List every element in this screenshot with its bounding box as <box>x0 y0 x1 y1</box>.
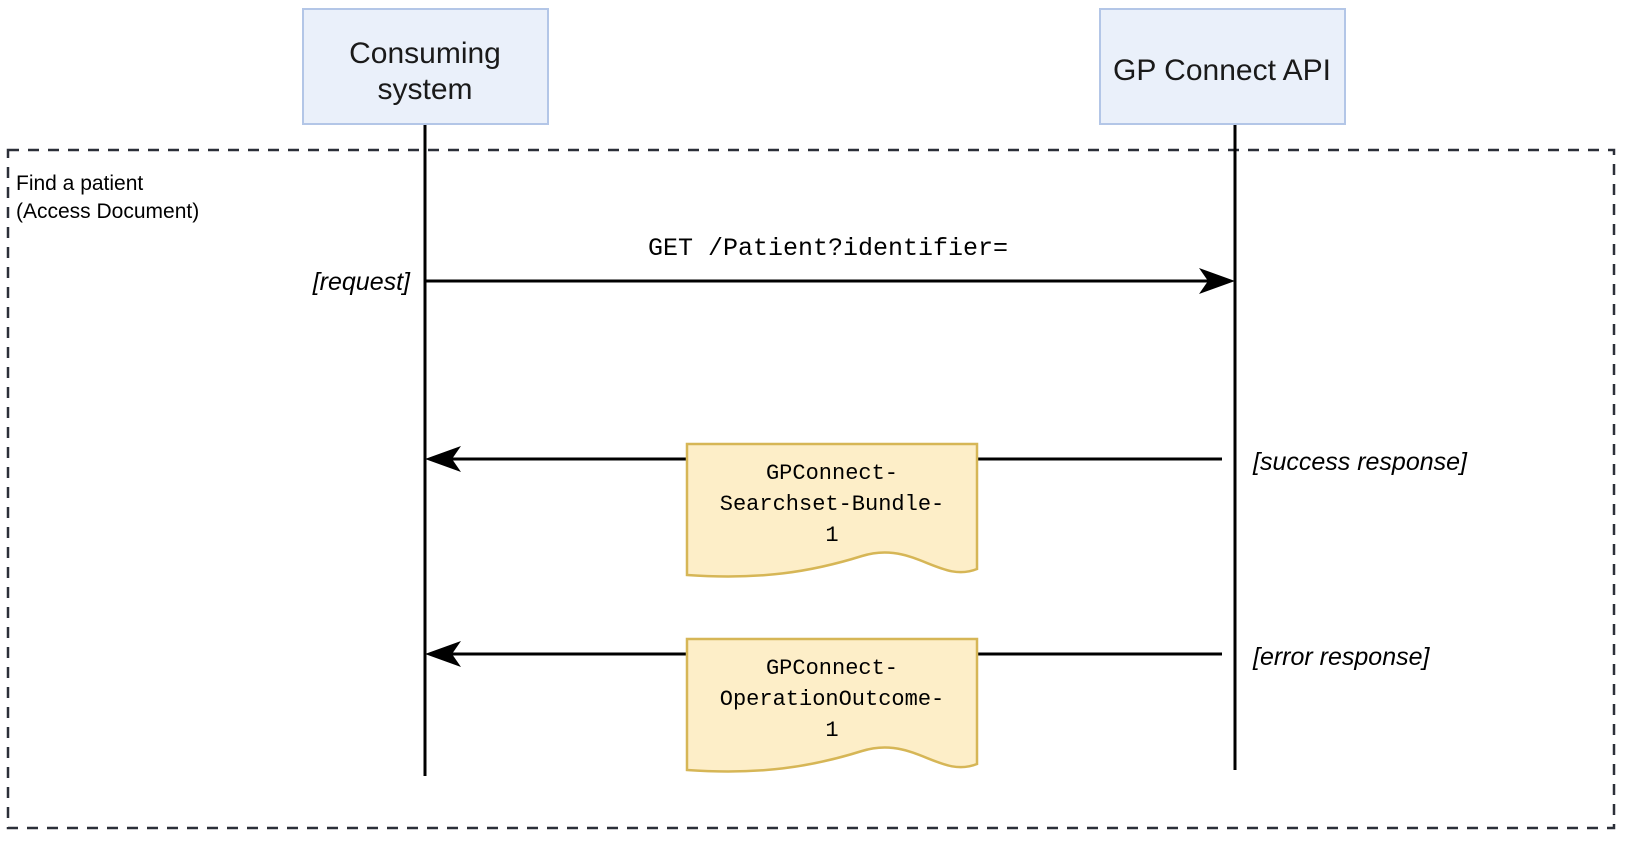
note-operation-outcome[interactable]: GPConnect- OperationOutcome- 1 <box>685 637 979 773</box>
participant-box-consuming-system <box>302 8 549 125</box>
side-label-error-response: [error response] <box>1252 643 1431 671</box>
participant-label-consuming-system-line2: system <box>377 73 472 106</box>
message-error-response[interactable]: [error response] <box>425 641 1431 671</box>
note-shape-operation-outcome <box>685 637 979 773</box>
participant-gp-connect-api[interactable]: GP Connect API <box>1099 8 1346 125</box>
interaction-frame <box>6 148 1616 830</box>
participant-box-gp-connect-api <box>1099 8 1346 125</box>
arrow-head-request <box>1199 268 1235 294</box>
note-text-searchset-bundle-line1: GPConnect- <box>766 461 898 486</box>
message-label-request: GET /Patient?identifier= <box>648 234 1008 263</box>
note-searchset-bundle[interactable]: GPConnect- Searchset-Bundle- 1 <box>685 442 979 578</box>
note-text-searchset-bundle-line3: 1 <box>825 523 838 548</box>
side-label-request: [request] <box>312 268 411 296</box>
side-label-success-response: [success response] <box>1252 448 1468 476</box>
note-text-operation-outcome-line1: GPConnect- <box>766 656 898 681</box>
frame-label-line1: Find a patient <box>16 172 143 195</box>
note-shape-searchset-bundle <box>685 442 979 578</box>
note-text-operation-outcome-line2: OperationOutcome- <box>720 687 944 712</box>
arrow-head-error-response <box>425 641 461 667</box>
participant-label-consuming-system-line1: Consuming <box>349 37 501 70</box>
message-request[interactable]: GET /Patient?identifier= [request] <box>312 234 1235 296</box>
note-text-operation-outcome-line3: 1 <box>825 718 838 743</box>
note-text-searchset-bundle-line2: Searchset-Bundle- <box>720 492 944 517</box>
arrow-head-success-response <box>425 446 461 472</box>
participant-label-gp-connect-api-line1: GP Connect API <box>1113 54 1331 87</box>
participant-consuming-system[interactable]: Consuming system <box>302 8 549 125</box>
frame-label-line2: (Access Document) <box>16 200 199 223</box>
